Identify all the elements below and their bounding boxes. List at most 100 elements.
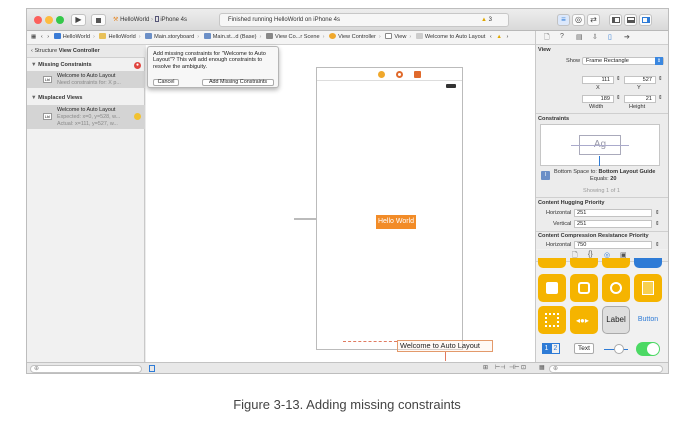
stop-button[interactable] xyxy=(91,14,106,26)
exit-icon[interactable] xyxy=(414,71,421,78)
crumb-project[interactable]: HelloWorld xyxy=(53,31,90,44)
forward-arrow-icon[interactable]: › xyxy=(47,34,50,40)
first-responder-icon[interactable] xyxy=(396,71,403,78)
missing-constraint-item[interactable]: Lbl Welcome to Auto Layout Need constrai… xyxy=(27,71,145,88)
crumb-label[interactable]: Welcome to Auto Layout xyxy=(415,31,485,44)
switch-library-item[interactable] xyxy=(634,338,662,360)
segmented-control-library-item[interactable]: 1 2 xyxy=(538,338,566,360)
library-item-partial-2[interactable] xyxy=(570,258,598,268)
library-item-partial-1[interactable] xyxy=(538,258,566,268)
view-controller-library-item[interactable] xyxy=(538,274,566,302)
code-snippet-icon[interactable]: {} xyxy=(588,251,593,258)
related-items-icon[interactable]: ▦ xyxy=(31,34,37,40)
connections-icon[interactable]: ➔ xyxy=(624,34,630,41)
hugging-horizontal-stepper[interactable]: ⇕ xyxy=(655,210,660,216)
size-inspector-icon[interactable]: ▯ xyxy=(608,34,612,41)
attributes-icon[interactable]: ⇩ xyxy=(592,34,598,41)
issue-warning-icon[interactable]: ▲ xyxy=(496,34,502,40)
constraints-preview[interactable]: Ag xyxy=(540,124,660,166)
minimize-window-button[interactable] xyxy=(45,16,53,24)
crumb-view[interactable]: View xyxy=(385,31,406,44)
scheme-selector[interactable]: ⚒ HelloWorld › iPhone 4s xyxy=(113,16,187,23)
showing-count: Showing 1 of 1 xyxy=(583,188,621,194)
collection-view-controller-library-item[interactable] xyxy=(538,306,566,334)
hugging-vertical-stepper[interactable]: ⇕ xyxy=(655,221,660,227)
file-inspector-icon[interactable]: 🗋 xyxy=(544,34,550,41)
y-field[interactable]: 527 xyxy=(624,76,656,84)
pin-icon[interactable]: ⊢⊣ xyxy=(495,365,506,371)
resizing-icon[interactable]: ⊡ xyxy=(521,365,527,371)
compression-horizontal-field[interactable]: 750 xyxy=(574,241,652,249)
hugging-vertical-field[interactable]: 251 xyxy=(574,220,652,228)
hugging-horizontal-field[interactable]: 251 xyxy=(574,209,652,217)
crumb-scene[interactable]: View Co...r Scene xyxy=(265,31,320,44)
library-item-partial-4[interactable] xyxy=(634,258,662,268)
storyboard-canvas[interactable]: Hello World Welcome to Auto Layout xyxy=(146,45,535,362)
toggle-navigator-button[interactable] xyxy=(609,14,622,26)
toggle-debug-button[interactable] xyxy=(624,14,637,26)
library-filter-field[interactable]: ⊕ xyxy=(549,365,663,373)
y-stepper[interactable]: ⇕ xyxy=(658,76,663,82)
library-item-partial-3[interactable] xyxy=(602,258,630,268)
crumb-storyboard[interactable]: Main.storyboard xyxy=(145,31,194,44)
button-library-item[interactable]: Button xyxy=(637,316,659,323)
assistant-editor-button[interactable]: ◎ xyxy=(572,14,585,26)
constraint-row[interactable]: I Bottom Space to: Bottom Layout Guide E… xyxy=(540,168,660,184)
left-panel-icon xyxy=(611,17,620,23)
text-field-library-item[interactable]: Text xyxy=(570,338,598,360)
misplaced-views-header[interactable]: ▼ Misplaced Views xyxy=(31,95,83,101)
resolve-issues-icon[interactable]: ⊣⊢ xyxy=(509,365,520,371)
slider-library-item[interactable] xyxy=(602,338,630,360)
welcome-label[interactable]: Welcome to Auto Layout xyxy=(397,340,493,352)
missing-constraints-header[interactable]: ▼ Missing Constraints ● xyxy=(31,62,141,69)
library-grid-toggle-icon[interactable]: ▦ xyxy=(539,365,545,371)
disclosure-triangle-icon[interactable]: ▼ xyxy=(31,62,37,68)
file-template-icon[interactable]: 🗋 xyxy=(572,252,578,259)
standard-editor-button[interactable]: ≡ xyxy=(557,14,570,26)
hello-world-button[interactable]: Hello World xyxy=(376,215,416,229)
hugging-horizontal-label: Horizontal xyxy=(546,210,572,216)
page-view-controller-library-item[interactable]: ◂●▸ xyxy=(570,306,598,334)
view-controller-scene[interactable]: Hello World xyxy=(316,67,463,350)
back-arrow-icon[interactable]: ‹ xyxy=(40,34,43,40)
view-controller-icon[interactable] xyxy=(378,71,385,78)
structure-back-button[interactable]: Structure xyxy=(34,48,58,54)
version-editor-button[interactable]: ⇄ xyxy=(587,14,600,26)
height-stepper[interactable]: ⇕ xyxy=(658,95,663,101)
table-view-controller-library-item[interactable] xyxy=(602,274,630,302)
disclosure-triangle-icon[interactable]: ▼ xyxy=(31,95,37,101)
media-library-icon[interactable]: ▣ xyxy=(620,252,627,259)
crumb-base[interactable]: Main.st...d (Base) xyxy=(203,31,257,44)
issue-prev-icon[interactable]: ‹ xyxy=(489,34,492,40)
help-icon[interactable]: ? xyxy=(560,33,564,40)
zoom-window-button[interactable] xyxy=(56,16,64,24)
status-warning[interactable]: ▲ 3 xyxy=(481,14,492,26)
add-missing-constraints-button[interactable]: Add Missing Constraints xyxy=(202,79,274,86)
issue-next-icon[interactable]: › xyxy=(506,34,509,40)
crumb-group[interactable]: HelloWorld xyxy=(99,31,136,44)
cancel-button[interactable]: Cancel xyxy=(153,79,179,86)
glkit-controller-library-item[interactable] xyxy=(634,274,662,302)
align-icon[interactable]: ⊞ xyxy=(483,365,489,371)
object-library-icon[interactable]: ◎ xyxy=(604,252,611,259)
close-window-button[interactable] xyxy=(34,16,42,24)
width-field[interactable]: 189 xyxy=(582,95,614,103)
navigation-controller-library-item[interactable] xyxy=(570,274,598,302)
crumb-view-controller[interactable]: View Controller xyxy=(329,31,376,44)
width-stepper[interactable]: ⇕ xyxy=(616,95,621,101)
run-button[interactable]: ▶ xyxy=(71,14,86,26)
x-field[interactable]: 111 xyxy=(582,76,614,84)
warning-icon[interactable] xyxy=(134,113,141,120)
compression-horizontal-stepper[interactable]: ⇕ xyxy=(655,242,660,248)
x-stepper[interactable]: ⇕ xyxy=(616,76,621,82)
show-select[interactable]: Frame Rectangle ⇕ xyxy=(582,57,664,65)
height-field[interactable]: 21 xyxy=(624,95,656,103)
misplaced-view-item[interactable]: Lbl Welcome to Auto Layout Expected: x=0… xyxy=(27,105,145,129)
error-icon[interactable]: ● xyxy=(134,62,141,69)
outline-filter-field[interactable]: ⊕ xyxy=(30,365,142,373)
toggle-outline-icon[interactable] xyxy=(149,365,155,372)
toggle-utilities-button[interactable] xyxy=(639,14,652,26)
back-chevron-icon[interactable]: ‹ xyxy=(31,48,33,54)
identity-icon[interactable]: ▤ xyxy=(576,34,583,41)
label-library-item[interactable]: Label xyxy=(602,306,630,334)
